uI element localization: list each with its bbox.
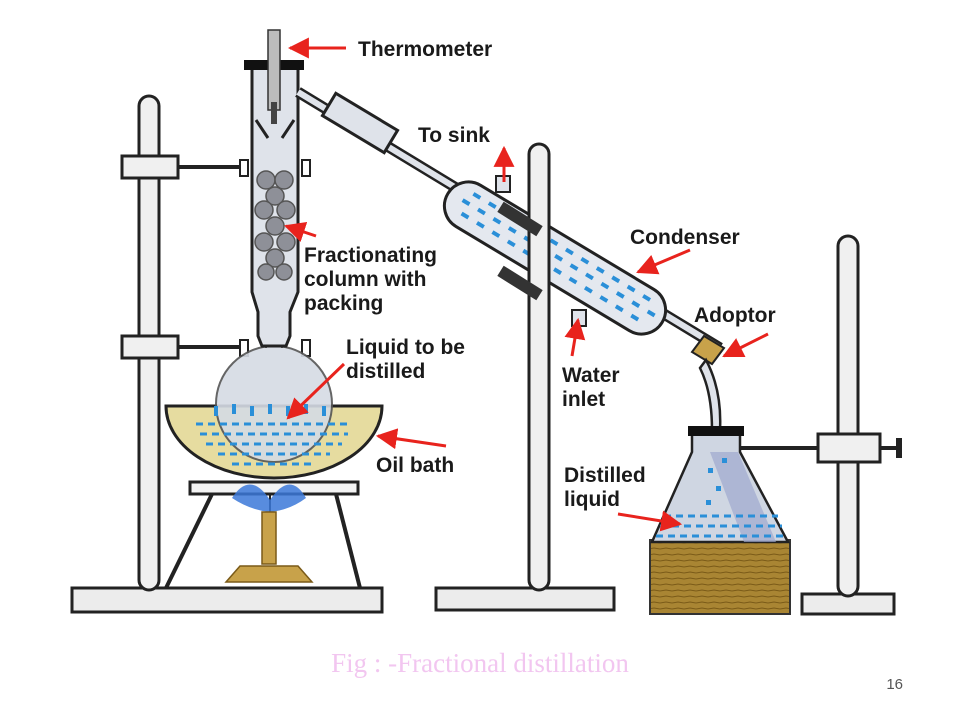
label-liquid-line2: distilled [346, 360, 425, 383]
label-fractionating-line2: column with [304, 268, 427, 291]
label-water-line2: inlet [562, 388, 605, 411]
arrow-distilled [617, 510, 683, 532]
label-arrows [284, 37, 769, 532]
arrow-condenser [636, 248, 691, 275]
left-stand [70, 94, 384, 614]
label-thermometer: Thermometer [358, 38, 492, 61]
label-adoptor: Adoptor [694, 304, 776, 327]
arrow-fractionating [284, 222, 317, 242]
arrow-oil-bath [375, 428, 447, 450]
label-liquid-line1: Liquid to be [346, 336, 465, 359]
page-number: 16 [886, 676, 903, 693]
label-distilled-line1: Distilled [564, 464, 646, 487]
label-fractionating-line1: Fractionating [304, 244, 437, 267]
fractionating-column [244, 29, 304, 348]
label-oil-bath: Oil bath [376, 454, 454, 477]
label-to-sink: To sink [418, 124, 490, 147]
label-distilled-line2: liquid [564, 488, 620, 511]
arrow-liquid [286, 362, 346, 420]
arrow-adoptor [722, 332, 769, 358]
receiving-flask [649, 426, 791, 615]
condenser [295, 87, 723, 353]
figure-caption: Fig : -Fractional distillation [331, 648, 629, 678]
arrow-water-inlet [564, 317, 586, 357]
label-fractionating-line3: packing [304, 292, 383, 315]
right-stand [740, 234, 902, 616]
middle-stand [434, 142, 616, 612]
adapter [690, 334, 726, 432]
label-condenser: Condenser [630, 226, 740, 249]
tripod-burner [164, 480, 362, 589]
label-water-line1: Water [562, 364, 620, 387]
labels: Thermometer To sink Fractionating column… [304, 38, 776, 511]
